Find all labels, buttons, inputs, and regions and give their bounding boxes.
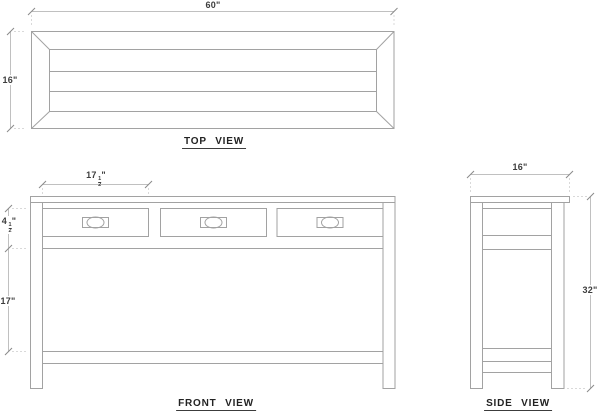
- dim-value-top-width: 60": [205, 0, 221, 10]
- extension-lines-top: [14, 15, 395, 129]
- dim-value-opening-height: 17": [0, 296, 16, 306]
- extension-lines-front: [12, 188, 149, 352]
- side-view-drawing: [470, 196, 570, 389]
- handle-plate-2: [200, 217, 227, 228]
- front-drawer-3: [276, 208, 384, 237]
- handle-ring-3: [321, 216, 339, 229]
- dim-ticks-top: [6, 7, 398, 133]
- top-view-miter-bl: [31, 111, 50, 129]
- front-right-leg: [382, 202, 396, 389]
- front-tabletop: [30, 196, 396, 203]
- top-view-miter-br: [376, 111, 395, 129]
- top-view-inner-frame: [49, 49, 377, 112]
- top-view-dimension-lines: [6, 7, 398, 133]
- dim-label-top-width: 60": [206, 0, 221, 10]
- top-view-miter-tr: [376, 31, 395, 50]
- side-upper-panel: [482, 208, 552, 236]
- dim-label-opening-height: 17": [0, 296, 17, 306]
- front-drawer-2: [160, 208, 267, 237]
- top-view-outer-frame: [31, 31, 395, 129]
- front-view-dimension-lines: [4, 180, 153, 356]
- dim-value-side-depth: 16": [512, 162, 528, 172]
- side-front-leg: [470, 202, 483, 389]
- top-view-title: TOP VIEW: [182, 136, 246, 149]
- top-view-miter-tl: [31, 31, 50, 50]
- front-drawer-1: [42, 208, 149, 237]
- top-view-drawing: [31, 31, 395, 129]
- side-view-title: SIDE VIEW: [484, 398, 552, 411]
- drawer-handle-2: [200, 216, 227, 229]
- side-back-leg: [551, 202, 565, 389]
- handle-plate-1: [82, 217, 109, 228]
- dim-value-top-depth: 16": [2, 75, 18, 85]
- handle-ring-2: [204, 216, 223, 229]
- drawer-handle-1: [82, 216, 109, 229]
- dim-ticks-front: [4, 180, 153, 356]
- extension-lines-side: [470, 178, 587, 389]
- front-left-leg: [30, 202, 43, 389]
- front-view-title: FRONT VIEW: [176, 398, 256, 411]
- side-view-dimension-lines: [466, 170, 595, 393]
- handle-ring-1: [86, 216, 105, 229]
- side-lower-panel: [482, 249, 552, 349]
- dim-label-overall-height: 32": [581, 285, 599, 295]
- dim-value-overall-height: 32": [582, 285, 598, 295]
- dim-label-side-depth: 16": [513, 162, 528, 172]
- dim-label-top-depth: 16": [1, 75, 19, 85]
- front-view-drawing: [30, 196, 396, 389]
- side-tabletop: [470, 196, 570, 203]
- handle-plate-3: [316, 217, 344, 228]
- dim-ticks-side: [466, 170, 595, 393]
- drawer-handle-3: [316, 216, 344, 229]
